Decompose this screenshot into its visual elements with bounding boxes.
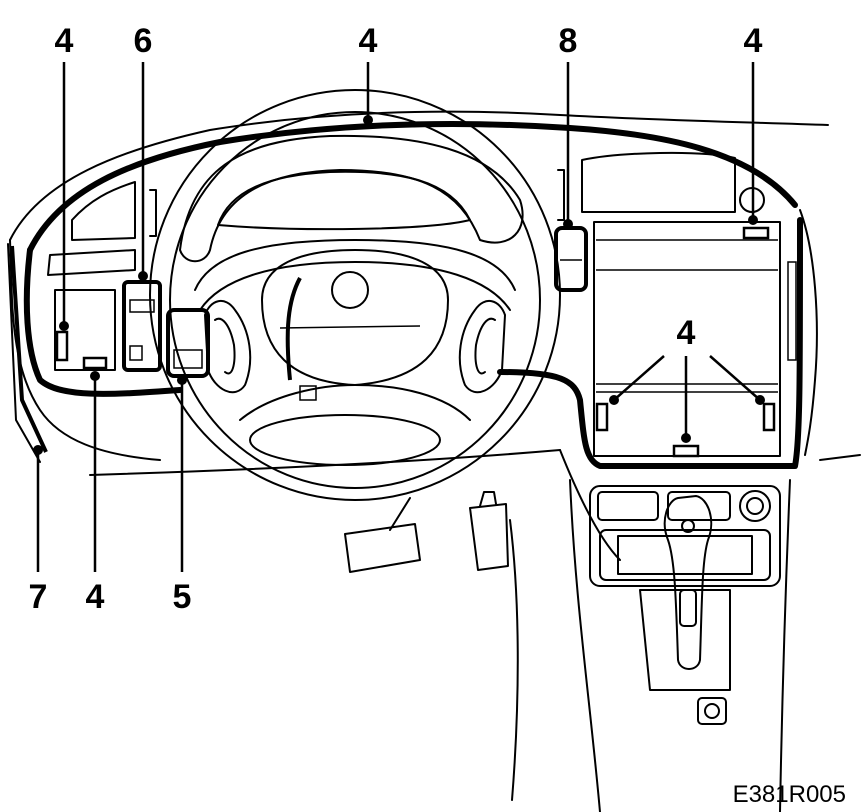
location-markers — [55, 226, 776, 458]
callout-labels: 4 6 4 8 4 4 7 4 5 — [29, 22, 763, 616]
callout-bottom-4: 4 — [86, 578, 105, 616]
steering-wheel — [149, 89, 561, 501]
callout-top-center-4: 4 — [359, 22, 378, 60]
figure-code: E381R005 — [733, 781, 846, 808]
dashboard-outline — [7, 110, 861, 561]
callout-top-6: 6 — [134, 22, 153, 60]
callout-top-8: 8 — [559, 22, 578, 60]
callout-top-right-4: 4 — [744, 22, 763, 60]
leader-lines — [33, 62, 765, 572]
callout-mid-right-4: 4 — [677, 314, 696, 352]
instrument-cluster — [179, 134, 524, 263]
center-stack — [497, 151, 803, 469]
callout-bottom-7: 7 — [29, 578, 48, 616]
console-and-pedals — [344, 479, 791, 812]
callout-bottom-5: 5 — [173, 578, 192, 616]
callout-top-left-4: 4 — [55, 22, 74, 60]
